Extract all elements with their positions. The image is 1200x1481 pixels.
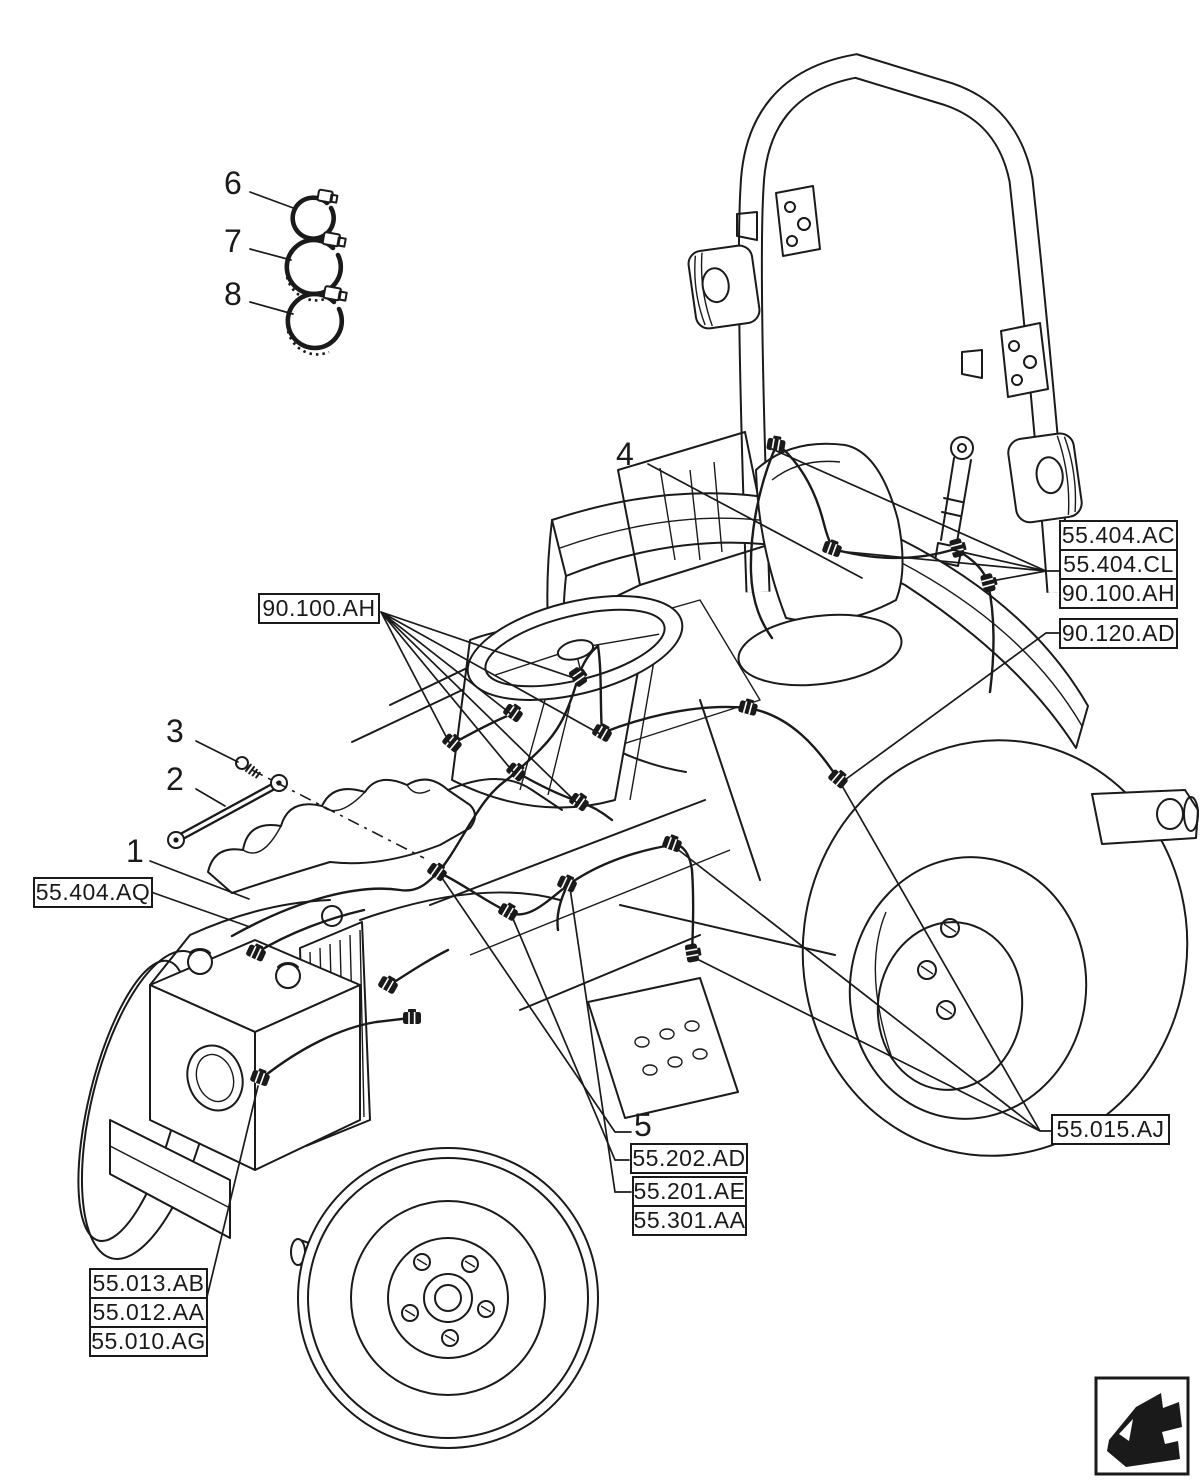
callout-90120ad[interactable]: 90.120.AD: [1059, 618, 1178, 649]
rollbar-bracket-left: [736, 185, 821, 257]
callout-55202ad[interactable]: 55.202.AD: [630, 1143, 748, 1174]
callout-55015aj[interactable]: 55.015.AJ: [1051, 1114, 1170, 1145]
rollbar-bracket-right: [961, 322, 1049, 398]
item-number-2: 2: [166, 761, 184, 797]
connector-clip: [496, 898, 522, 923]
connector-clip: [736, 696, 760, 717]
item-number-4: 4: [616, 436, 634, 472]
next-assembly-arrow-icon[interactable]: [1094, 1376, 1190, 1476]
engine-front-art: [109, 778, 563, 1281]
leader-lines: [149, 191, 1060, 1302]
callout-55010ag[interactable]: 55.010.AG: [89, 1326, 208, 1357]
item-number-3: 3: [166, 713, 184, 749]
item-number-6: 6: [224, 165, 242, 201]
clamp-ring-6: [290, 188, 339, 241]
connector-clip: [765, 433, 788, 454]
centerline: [251, 769, 425, 859]
rollbar-pad-right: [1007, 432, 1083, 524]
item-number-7: 7: [224, 223, 242, 259]
screw-item-3: [235, 756, 261, 779]
steering-wheel: [466, 595, 684, 701]
front-wheel-bolts: [401, 1253, 495, 1347]
callout-hood-harness[interactable]: 55.404.AQ: [33, 877, 153, 908]
connector-clip: [402, 1008, 422, 1025]
connector-clip: [660, 831, 685, 854]
hitch-arm-art: [1091, 789, 1199, 845]
callout-group-bottom-left: 55.013.AB 55.012.AA 55.010.AG: [89, 1268, 208, 1357]
item-number-8: 8: [224, 276, 242, 312]
wheel-bolts: [917, 918, 960, 1020]
item-number-1: 1: [126, 833, 144, 869]
rollbar-pad-left: [687, 244, 761, 330]
seat-art: [737, 442, 904, 687]
battery-art: [149, 939, 361, 1171]
front-weight-art: [109, 1119, 231, 1239]
footstep-art: [587, 977, 739, 1119]
callout-90100ah-right[interactable]: 90.100.AH: [1059, 578, 1178, 609]
clamp-ring-8: [285, 285, 348, 356]
callout-55013ab[interactable]: 55.013.AB: [89, 1268, 208, 1299]
callout-55404cl[interactable]: 55.404.CL: [1059, 549, 1178, 580]
callout-55201ae[interactable]: 55.201.AE: [632, 1176, 747, 1207]
callout-55012aa[interactable]: 55.012.AA: [89, 1297, 208, 1328]
front-wheel-art: [297, 1147, 599, 1449]
callout-55404ac[interactable]: 55.404.AC: [1059, 520, 1178, 551]
item-number-5: 5: [634, 1107, 652, 1143]
rollbar-art: [687, 53, 1083, 593]
callout-steering-harness[interactable]: 90.100.AH: [258, 593, 380, 624]
callout-group-right: 55.404.AC 55.404.CL 90.100.AH: [1059, 520, 1178, 609]
connector-clip: [376, 971, 402, 996]
callout-55301aa[interactable]: 55.301.AA: [632, 1205, 747, 1236]
callout-group-bottom-center: 55.201.AE 55.301.AA: [632, 1176, 747, 1236]
rear-wheel-art: [801, 739, 1189, 1157]
steering-art: [451, 595, 684, 809]
